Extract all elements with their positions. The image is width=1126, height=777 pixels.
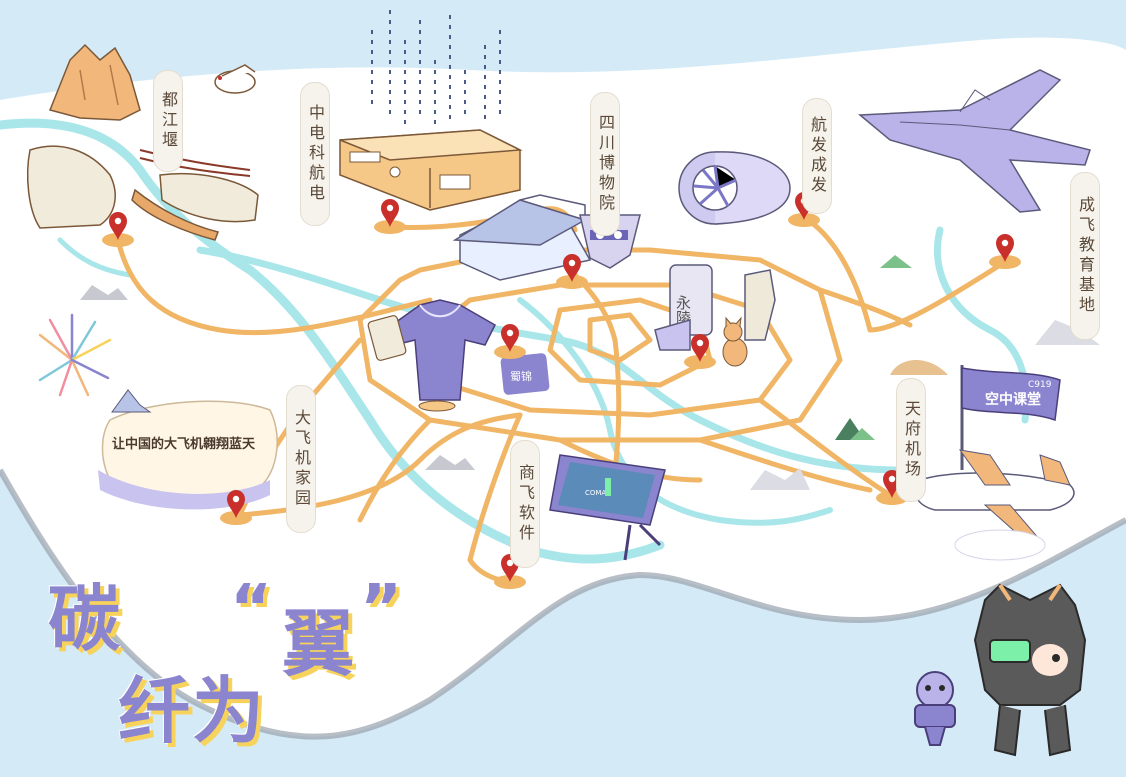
aero-engine-illustration: [678, 151, 791, 225]
seal-text: 蜀锦: [510, 369, 532, 383]
pin-museum[interactable]: [556, 254, 588, 289]
firework-icon: [38, 313, 112, 397]
label-museum: 四川博物院: [590, 92, 620, 236]
slogan-rock: 让中国的大飞机翱翔蓝天: [98, 389, 278, 510]
seal-stamp: 蜀锦: [500, 353, 550, 395]
title-quote-right: ”: [360, 572, 403, 646]
flag-text: 空中课堂: [985, 391, 1041, 408]
label-big-plane: 大飞机家园: [286, 385, 316, 533]
title-line1: 碳: [48, 577, 121, 661]
label-cetc: 中电科航电: [300, 82, 330, 226]
pin-dujiangyan[interactable]: [102, 212, 134, 247]
comac-screen-illustration: COMAC: [549, 454, 666, 561]
pin-big-plane[interactable]: [220, 490, 252, 525]
land-area: [0, 37, 1126, 737]
silk-garment-illustration: [367, 299, 496, 412]
airliner-illustration: [914, 449, 1075, 561]
river-branch-4: [57, 237, 133, 278]
yongling-illustration: 永陵: [654, 264, 776, 367]
label-base: 成飞教育基地: [1070, 172, 1100, 340]
robot-illustration: [914, 671, 956, 746]
mascot-illustration: [973, 583, 1087, 757]
museum-illustration: [452, 194, 641, 281]
coast-line: [0, 468, 1126, 740]
label-airport: 天府机场: [896, 378, 926, 502]
dove-icon: [214, 64, 256, 94]
flag-code: C919: [1028, 380, 1052, 390]
pin-silk[interactable]: [494, 324, 526, 359]
cat-icon: [722, 316, 748, 367]
pin-yongling[interactable]: [684, 334, 716, 369]
fighter-jet-illustration: [858, 69, 1091, 213]
label-dujiangyan: 都江堰: [153, 70, 183, 172]
title-line2: 纤为: [118, 669, 267, 753]
pin-base[interactable]: [989, 234, 1021, 269]
stele-text: 永陵: [674, 295, 692, 325]
label-aero-engine: 航发成发: [802, 98, 832, 214]
pin-cetc[interactable]: [374, 199, 406, 234]
slogan-text: 让中国的大飞机翱翔蓝天: [112, 436, 256, 452]
title-word: 翼: [282, 602, 355, 686]
screen-text: COMAC: [585, 489, 611, 497]
dujiangyan-illustration: [26, 43, 259, 241]
title-quote-left: “: [230, 572, 273, 646]
label-comac-software: 商飞软件: [510, 440, 540, 568]
cetc-device-illustration: [339, 10, 523, 211]
